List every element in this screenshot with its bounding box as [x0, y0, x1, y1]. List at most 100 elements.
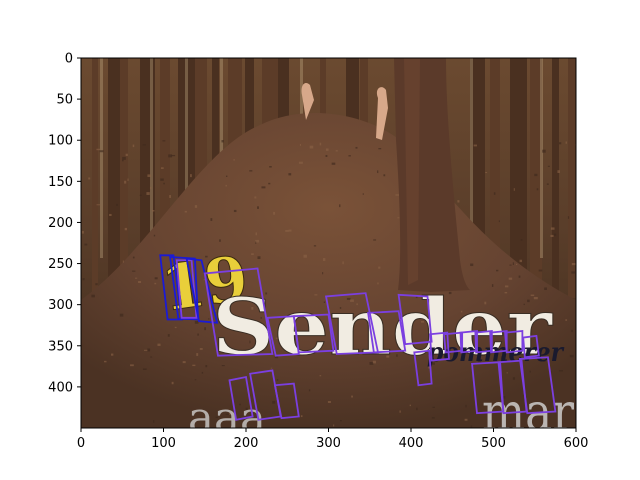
texture-speck — [274, 356, 279, 359]
x-tick-label: 200 — [234, 436, 259, 451]
texture-speck — [313, 245, 317, 247]
texture-speck — [378, 148, 382, 150]
texture-speck — [523, 303, 525, 306]
texture-speck — [254, 196, 257, 199]
texture-speck — [325, 148, 329, 151]
texture-speck — [127, 178, 129, 182]
texture-speck — [138, 281, 142, 284]
texture-speck — [339, 420, 342, 422]
texture-speck — [325, 154, 328, 157]
texture-speck — [221, 140, 224, 143]
y-tick-label: 250 — [48, 257, 73, 272]
texture-speck — [567, 216, 570, 219]
y-tick-label: 150 — [48, 175, 73, 190]
texture-speck — [542, 149, 546, 153]
texture-speck — [546, 183, 549, 185]
texture-speck — [322, 272, 324, 275]
texture-speck — [533, 296, 538, 300]
bounding-box — [367, 310, 407, 354]
y-tick-label: 100 — [48, 134, 73, 149]
texture-speck — [124, 227, 127, 231]
texture-speck — [122, 156, 126, 160]
texture-speck — [431, 362, 435, 365]
texture-speck — [169, 195, 172, 198]
texture-speck — [493, 192, 496, 195]
texture-speck — [520, 239, 523, 241]
texture-speck — [84, 243, 88, 246]
y-tick-label: 300 — [48, 298, 73, 313]
texture-speck — [327, 401, 331, 403]
texture-speck — [160, 167, 164, 169]
texture-speck — [420, 320, 425, 323]
texture-speck — [517, 347, 519, 350]
texture-speck — [371, 330, 374, 332]
texture-speck — [494, 355, 498, 358]
texture-speck — [322, 258, 326, 261]
texture-speck — [319, 142, 322, 146]
texture-speck — [331, 162, 336, 165]
texture-speck — [434, 321, 436, 324]
texture-speck — [109, 213, 112, 217]
texture-speck — [485, 171, 488, 174]
texture-speck — [500, 356, 504, 360]
texture-speck — [257, 256, 261, 260]
texture-speck — [149, 187, 152, 189]
texture-speck — [470, 263, 474, 267]
texture-speck — [550, 227, 555, 230]
texture-speck — [536, 188, 539, 191]
texture-speck — [215, 310, 217, 312]
texture-speck — [224, 318, 228, 321]
texture-speck — [491, 284, 494, 287]
texture-speck — [199, 348, 203, 350]
texture-speck — [208, 318, 210, 320]
bounding-box — [397, 293, 433, 346]
texture-speck — [565, 319, 568, 321]
y-tick-label: 50 — [56, 93, 73, 108]
x-tick-label: 400 — [399, 436, 424, 451]
texture-speck — [377, 170, 379, 174]
bounding-box — [228, 375, 254, 421]
texture-speck — [289, 319, 292, 322]
texture-speck — [268, 182, 271, 185]
texture-speck — [519, 259, 523, 263]
texture-speck — [124, 180, 127, 184]
texture-speck — [395, 194, 400, 196]
texture-speck — [355, 146, 358, 149]
texture-speck — [415, 296, 418, 299]
texture-speck — [557, 170, 560, 173]
texture-speck — [372, 360, 376, 364]
texture-speck — [350, 299, 354, 302]
texture-speck — [132, 256, 135, 259]
texture-speck — [288, 229, 292, 232]
texture-speck — [473, 144, 477, 147]
texture-speck — [288, 173, 292, 176]
bounding-box — [413, 349, 433, 387]
texture-speck — [228, 413, 232, 415]
texture-speck — [396, 354, 398, 357]
texture-speck — [509, 264, 512, 266]
background-tree-trunk — [108, 58, 121, 298]
art-text-lower-right: mar — [482, 383, 574, 443]
texture-speck — [470, 425, 473, 428]
texture-speck — [369, 362, 374, 365]
texture-speck — [399, 410, 401, 413]
background-tree-trunk — [160, 58, 170, 298]
art-text-lower-left: aaa — [188, 393, 266, 442]
bounding-box — [266, 315, 300, 357]
texture-speck — [513, 188, 515, 191]
texture-speck — [229, 280, 232, 282]
texture-speck — [184, 210, 187, 213]
texture-speck — [303, 254, 307, 258]
texture-speck — [205, 255, 208, 258]
texture-speck — [308, 389, 311, 392]
y-tick-label: 350 — [48, 339, 73, 354]
texture-speck — [565, 141, 567, 144]
texture-speck — [356, 303, 358, 306]
texture-speck — [194, 320, 199, 324]
y-tick-label: 0 — [65, 52, 73, 67]
texture-speck — [431, 309, 433, 312]
texture-speck — [569, 354, 574, 358]
texture-speck — [362, 193, 364, 195]
texture-speck — [251, 306, 254, 310]
